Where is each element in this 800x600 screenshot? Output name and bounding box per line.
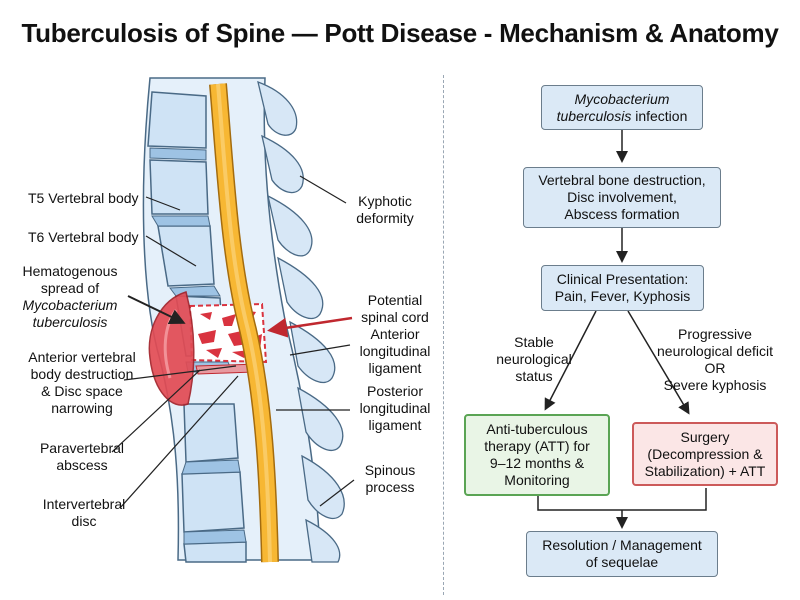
node-resolution: Resolution / Management of sequelae	[526, 531, 718, 577]
node-surgery: Surgery (Decompression & Stabilization) …	[632, 422, 778, 486]
label-posterior-longitudinal-ligament: Posterior longitudinal ligament	[359, 383, 431, 433]
label-anterior-longitudinal-ligament: Anterior longitudinal ligament	[359, 326, 431, 376]
vertebra-t8	[183, 403, 239, 463]
label-stable-status: Stable neurological status	[496, 334, 572, 384]
label-t6-vertebral-body: T6 Vertebral body	[28, 229, 139, 245]
arrow-presentation-to-surgery	[627, 310, 690, 415]
vertebra-t3	[147, 91, 207, 149]
panel-divider	[443, 75, 444, 595]
label-potential-spinal-cord: Potential spinal cord	[361, 292, 429, 325]
node-att: Anti-tuberculous therapy (ATT) for 9–12 …	[464, 414, 610, 496]
node-infection: Mycobacterium tuberculosis infection	[541, 85, 703, 130]
label-spinous-process: Spinous process	[364, 462, 416, 495]
label-anterior-destruction: Anterior vertebral body destruction & Di…	[28, 349, 136, 416]
arrow-presentation-to-att	[544, 310, 597, 411]
label-kyphotic-deformity: Kyphotic deformity	[356, 193, 414, 226]
cord-compression-arrow	[267, 316, 353, 338]
hematogenous-arrow	[127, 295, 186, 325]
label-progressive-deficit: Progressive neurological deficit OR Seve…	[657, 326, 773, 393]
label-paravertebral-abscess: Paravertebral abscess	[39, 440, 125, 473]
label-t5-vertebral-body: T5 Vertebral body	[28, 190, 139, 206]
page-title: Tuberculosis of Spine — Pott Disease - M…	[21, 18, 779, 48]
label-intervertebral-disc: Intervertebral disc	[42, 496, 126, 529]
node-destruction: Vertebral bone destruction, Disc involve…	[523, 167, 721, 228]
vertebra-t4	[149, 159, 209, 215]
leader-lines	[111, 175, 355, 509]
label-hematogenous-spread: Hematogenous spread of Mycobacterium tub…	[22, 263, 118, 330]
posterior-elements	[257, 80, 345, 563]
connector-surgery-to-merge	[622, 488, 707, 511]
node-clinical-presentation: Clinical Presentation: Pain, Fever, Kyph…	[541, 265, 704, 311]
connector-att-to-merge	[537, 496, 622, 511]
